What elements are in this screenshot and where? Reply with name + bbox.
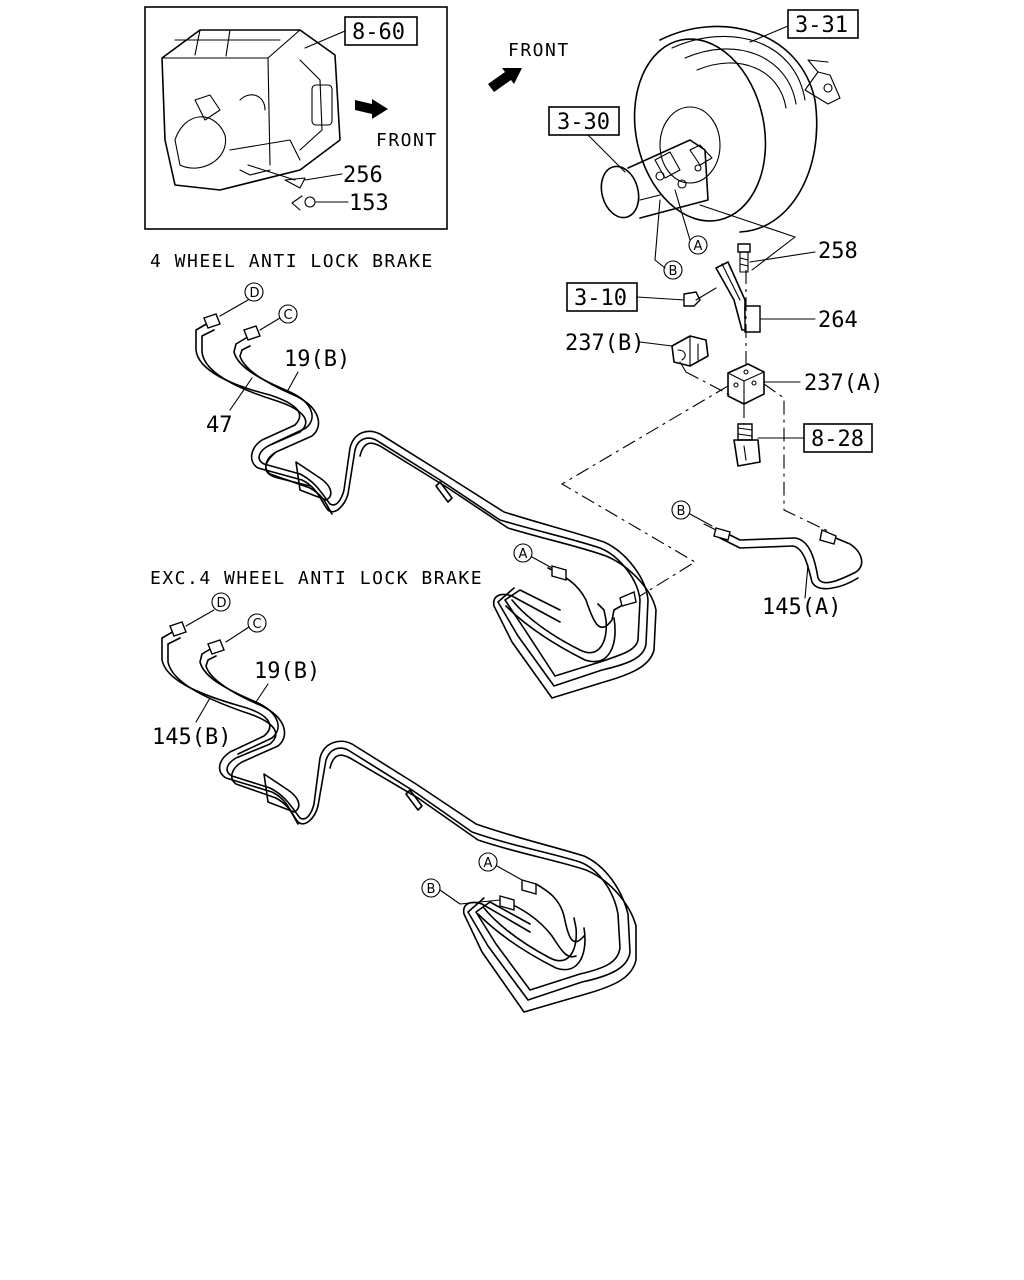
- ref-3-31-label: 3-31: [795, 13, 848, 38]
- marker-b-circle: [421, 878, 441, 898]
- marker-d-circle: [211, 592, 231, 612]
- marker-a-label: A: [519, 547, 528, 562]
- pipe-145a: [703, 523, 863, 590]
- ref-box-3-10[interactable]: [566, 282, 638, 312]
- front-arrow-icon: [355, 99, 388, 119]
- clip-237b: [671, 335, 709, 373]
- part-256-label: 256: [343, 163, 383, 188]
- marker-a-label: A: [484, 856, 493, 871]
- ref-8-28-label: 8-28: [811, 427, 864, 452]
- inset-front-label: FRONT: [376, 130, 438, 151]
- booster-front-label: FRONT: [508, 40, 570, 61]
- bolt-258: [737, 243, 751, 273]
- part-145b-label: 145(B): [152, 725, 231, 750]
- part-145a-label: 145(A): [762, 595, 841, 620]
- abs-pipe-bundle: [195, 313, 657, 699]
- marker-c-circle: [247, 613, 267, 633]
- ref-3-10-label: 3-10: [574, 286, 627, 311]
- exc-pipe-bundle: [161, 621, 637, 1013]
- exc-19b-label: 19(B): [254, 659, 320, 684]
- marker-c-circle: [278, 304, 298, 324]
- inset-frame: [144, 6, 448, 230]
- ref-box-3-30[interactable]: [548, 106, 620, 136]
- marker-b-label: B: [669, 264, 678, 279]
- ref-8-60-label: 8-60: [352, 20, 405, 45]
- marker-a-circle: [478, 852, 498, 872]
- brake-booster-group: FRONT 3-31 3-30 A: [488, 9, 883, 620]
- part-47-label: 47: [206, 413, 233, 438]
- front-arrow-icon: [488, 68, 522, 92]
- abs-19b-label: 19(B): [284, 347, 350, 372]
- marker-d-label: D: [250, 286, 260, 301]
- exc-abs-pipe-section: EXC.4 WHEEL ANTI LOCK BRAKE D C 19(B) 14…: [150, 568, 637, 1013]
- part-237a-label: 237(A): [804, 371, 883, 396]
- exc-caption: EXC.4 WHEEL ANTI LOCK BRAKE: [150, 568, 483, 589]
- marker-d-circle: [244, 282, 264, 302]
- block-237a: [727, 363, 765, 405]
- heater-unit-drawing: [161, 29, 341, 211]
- marker-b-circle: [671, 500, 691, 520]
- ref-3-30-label: 3-30: [557, 110, 610, 135]
- brake-booster-drawing: [600, 25, 841, 233]
- abs-caption: 4 WHEEL ANTI LOCK BRAKE: [150, 251, 434, 272]
- nut-icon: [683, 287, 717, 307]
- part-258-label: 258: [818, 239, 858, 264]
- marker-c-label: C: [253, 617, 262, 632]
- ref-box-8-28[interactable]: [803, 423, 873, 453]
- ref-box-8-60[interactable]: [344, 16, 418, 46]
- switch-8-28: [733, 423, 761, 467]
- ref-box-3-31[interactable]: [787, 9, 859, 39]
- bracket-264: [715, 261, 761, 333]
- part-153-label: 153: [349, 191, 389, 216]
- abs-pipe-section: 4 WHEEL ANTI LOCK BRAKE D C 19(B) 47: [150, 251, 657, 699]
- part-264-label: 264: [818, 308, 858, 333]
- heater-inset: 8-60 FRONT 256 153: [144, 6, 448, 230]
- marker-b-circle: [663, 260, 683, 280]
- marker-b-label: B: [427, 882, 436, 897]
- marker-c-label: C: [284, 308, 293, 323]
- part-237b-label: 237(B): [565, 331, 644, 356]
- marker-b-label: B: [677, 504, 686, 519]
- marker-a-circle: [513, 543, 533, 563]
- marker-a-label: A: [694, 239, 703, 254]
- marker-d-label: D: [217, 596, 227, 611]
- marker-a-circle: [688, 235, 708, 255]
